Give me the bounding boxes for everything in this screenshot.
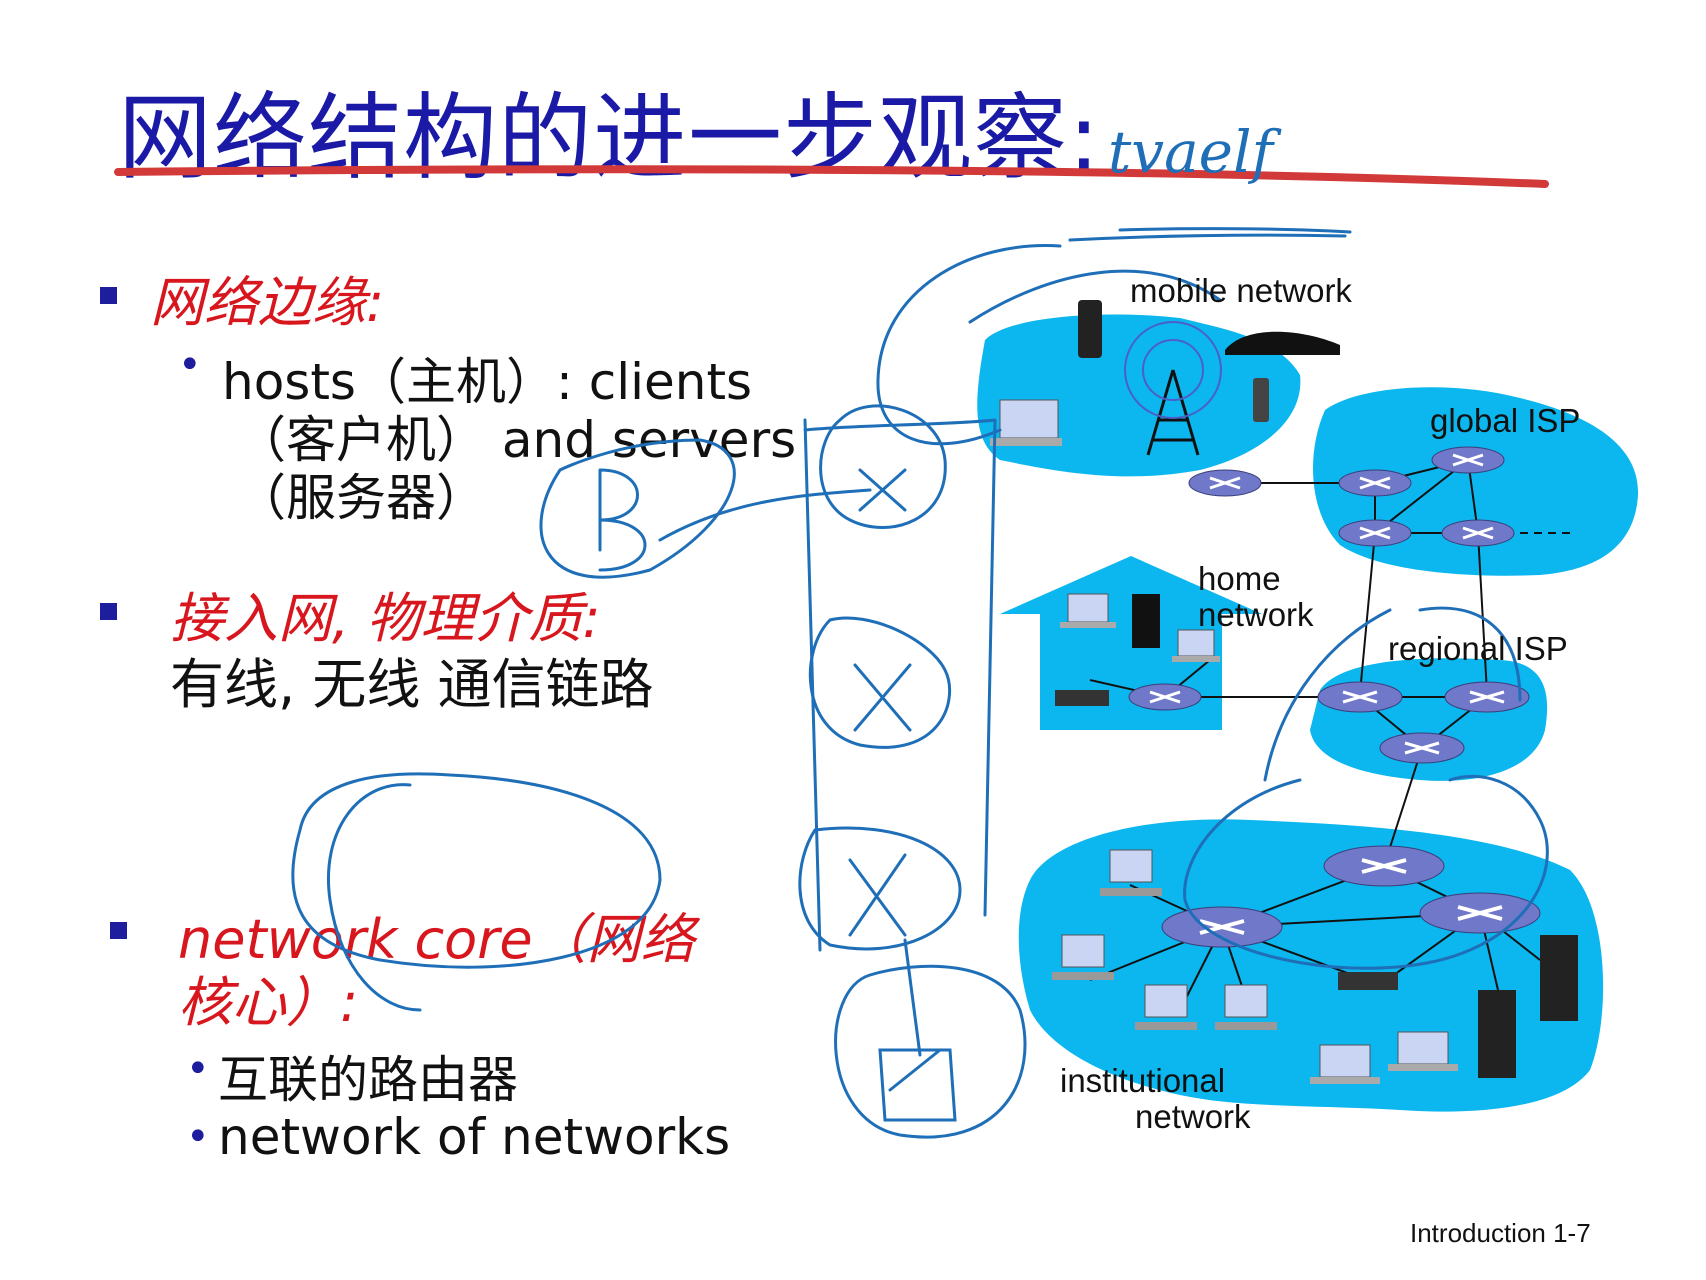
wifi-router-icon: [1338, 972, 1398, 990]
router-icon: [1188, 469, 1262, 497]
institutional-network-label-2: network: [1135, 1098, 1251, 1135]
core-heading-2: 核心）:: [178, 971, 359, 1034]
traffic-light-icon: [1253, 378, 1269, 422]
desktop-computer-icon: [1100, 849, 1162, 896]
router-icon: [1379, 732, 1465, 764]
edge-heading: 网络边缘:: [150, 271, 385, 334]
home-network-label-1: home: [1198, 560, 1281, 597]
router-icon: [1431, 446, 1505, 474]
slide-footer: Introduction 1-7: [1410, 1218, 1591, 1248]
mobile-network-label: mobile network: [1130, 272, 1352, 309]
router-icon: [1323, 845, 1445, 887]
title-underline: [114, 165, 1549, 188]
bullet-square: [100, 603, 117, 620]
institutional-network-label-1: institutional: [1060, 1062, 1226, 1099]
router-icon: [1317, 681, 1403, 713]
bullet-square: [100, 287, 117, 304]
regional-isp-label: regional ISP: [1388, 630, 1568, 667]
router-icon: [1338, 469, 1412, 497]
cell-tower-icon: [1124, 321, 1222, 456]
access-line-1: 有线, 无线 通信链路: [170, 653, 654, 716]
desktop-computer-icon: [1135, 984, 1197, 1030]
server-icon: [1478, 990, 1516, 1078]
car-icon: [1225, 331, 1340, 355]
bullet-dot: •: [186, 1114, 210, 1160]
bullet-dot: •: [186, 1046, 210, 1092]
global-isp-label: global ISP: [1430, 402, 1581, 439]
core-item-1: 互联的路由器: [218, 1051, 518, 1109]
fridge-icon: [1132, 594, 1160, 648]
laptop-icon: [1310, 1044, 1380, 1084]
handwritten-note: tvaelf: [1108, 118, 1273, 186]
core-item-2: network of networks: [218, 1108, 731, 1166]
core-heading-1: network core（网络: [178, 908, 695, 971]
router-icons: [1128, 446, 1541, 948]
desktop-computer-icon: [1052, 934, 1114, 980]
router-icon: [1419, 892, 1541, 934]
bullet-square: [110, 922, 127, 939]
slide-title: 网络结构的进一步观察:: [118, 84, 1101, 193]
edge-line-1: hosts（主机）: clients: [222, 353, 753, 411]
laptop-icon: [1172, 629, 1220, 662]
laptop-icon: [990, 399, 1062, 446]
router-icon: [1161, 906, 1283, 948]
access-heading: 接入网, 物理介质:: [170, 587, 601, 650]
router-icon: [1128, 683, 1202, 711]
laptop-icon: [1060, 593, 1116, 628]
handwritten-annotations: [114, 165, 1549, 1139]
edge-line-3: （服务器）: [236, 469, 486, 527]
home-network-label-2: network: [1198, 596, 1314, 633]
laptop-icon: [1388, 1031, 1458, 1071]
home-network-roof: [1000, 556, 1262, 614]
router-icon: [1338, 519, 1412, 547]
smartphone-icon: [1078, 300, 1102, 358]
router-icon: [1444, 681, 1530, 713]
bullet-dot: •: [178, 342, 202, 388]
desktop-computer-icon: [1215, 984, 1277, 1030]
server-icon: [1540, 935, 1578, 1021]
router-icon: [1441, 519, 1515, 547]
wifi-router-icon: [1055, 690, 1109, 706]
